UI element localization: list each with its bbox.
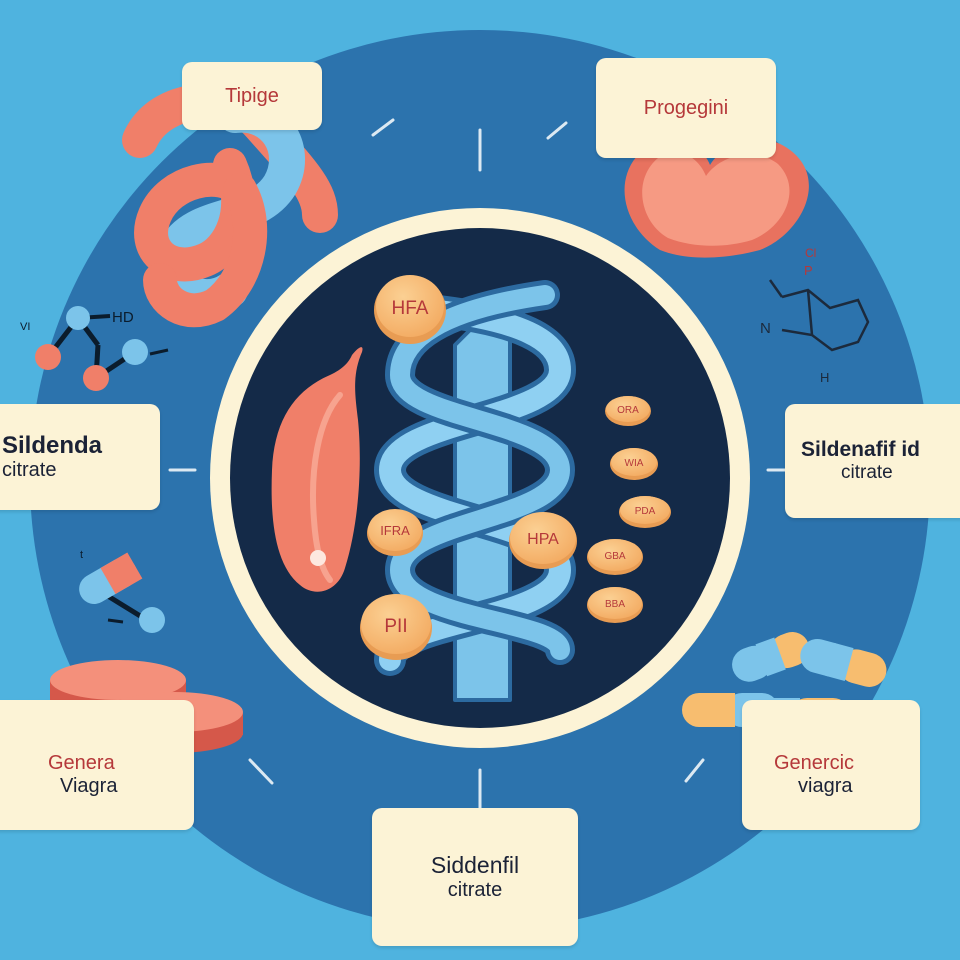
tick-bottom-right: [684, 758, 705, 783]
pill-pda: PDA: [619, 496, 671, 528]
pill-wia: WIA: [610, 448, 658, 480]
molecule-atom-p: P: [804, 263, 813, 278]
pill-hpa-label: HPA: [527, 531, 559, 548]
pill-ora: ORA: [605, 396, 651, 426]
connector-ticks: [168, 118, 792, 810]
label-top-right-text: Progegini: [643, 96, 729, 119]
pill-pii-label: PII: [384, 616, 407, 637]
pill-wia-label: WIA: [625, 458, 644, 469]
label-left-line2: citrate: [2, 459, 57, 482]
molecule-atom-cl: Cl: [805, 246, 816, 260]
label-top-right: Progegini: [596, 58, 776, 158]
pill-bba: BBA: [587, 587, 643, 623]
tick-bottom-left: [248, 758, 274, 785]
pill-hpa: HPA: [509, 512, 577, 569]
center-pills: HFA IFRA HPA PII ORA WIA: [360, 275, 671, 660]
label-top-left: Tipige: [182, 62, 322, 130]
dna-helix-icon: [373, 280, 577, 702]
heart-icon: [624, 139, 809, 258]
molecule-left-atom-hd: HD: [112, 309, 134, 326]
label-bottom-left-line1: Genera: [48, 752, 115, 774]
label-bottom: Siddenfil citrate: [372, 808, 578, 946]
molecule-top-right-icon: [768, 279, 870, 352]
label-bottom-right-line2: viagra: [798, 775, 853, 797]
molecule-left-icon: [35, 306, 169, 391]
pill-gba-label: GBA: [604, 551, 625, 562]
tick-top-right: [546, 121, 568, 140]
label-bottom-right: Genercic viagra: [742, 700, 920, 830]
label-left-line1: Sildenda: [2, 431, 103, 459]
molecule-left-atom-vi: VI: [20, 321, 30, 333]
pill-pii: PII: [360, 594, 432, 660]
organ-illustration: [271, 347, 363, 592]
label-right: Sildenafif id citrate: [785, 404, 960, 518]
pill-gba: GBA: [587, 539, 643, 575]
pill-hfa: HFA: [374, 275, 446, 344]
tick-top-left: [371, 118, 395, 137]
twisted-ribbon-icon: [122, 84, 338, 328]
molecule-bottom-left-atom: t: [80, 549, 83, 561]
label-bottom-line1: Siddenfil: [430, 852, 520, 879]
organ-highlight: [310, 550, 326, 566]
pill-pda-label: PDA: [635, 506, 656, 517]
molecule-atom-n: N: [760, 320, 771, 337]
label-left: Sildenda citrate: [0, 404, 160, 510]
pill-ifra-label: IFRA: [380, 523, 410, 538]
pill-ifra: IFRA: [367, 509, 423, 556]
label-bottom-left: Genera Viagra: [0, 700, 194, 830]
pill-bba-label: BBA: [605, 599, 625, 610]
label-right-line2: citrate: [841, 462, 893, 484]
label-bottom-line2: citrate: [447, 878, 503, 901]
label-top-left-text: Tipige: [225, 84, 279, 107]
molecule-bottom-left-icon: [79, 552, 165, 633]
pill-hfa-label: HFA: [392, 298, 429, 319]
label-right-line1: Sildenafif id: [801, 438, 921, 461]
pill-ora-label: ORA: [617, 405, 639, 416]
label-bottom-left-line2: Viagra: [60, 775, 118, 797]
label-bottom-right-line1: Genercic: [774, 752, 855, 774]
molecule-atom-h: H: [820, 370, 829, 385]
